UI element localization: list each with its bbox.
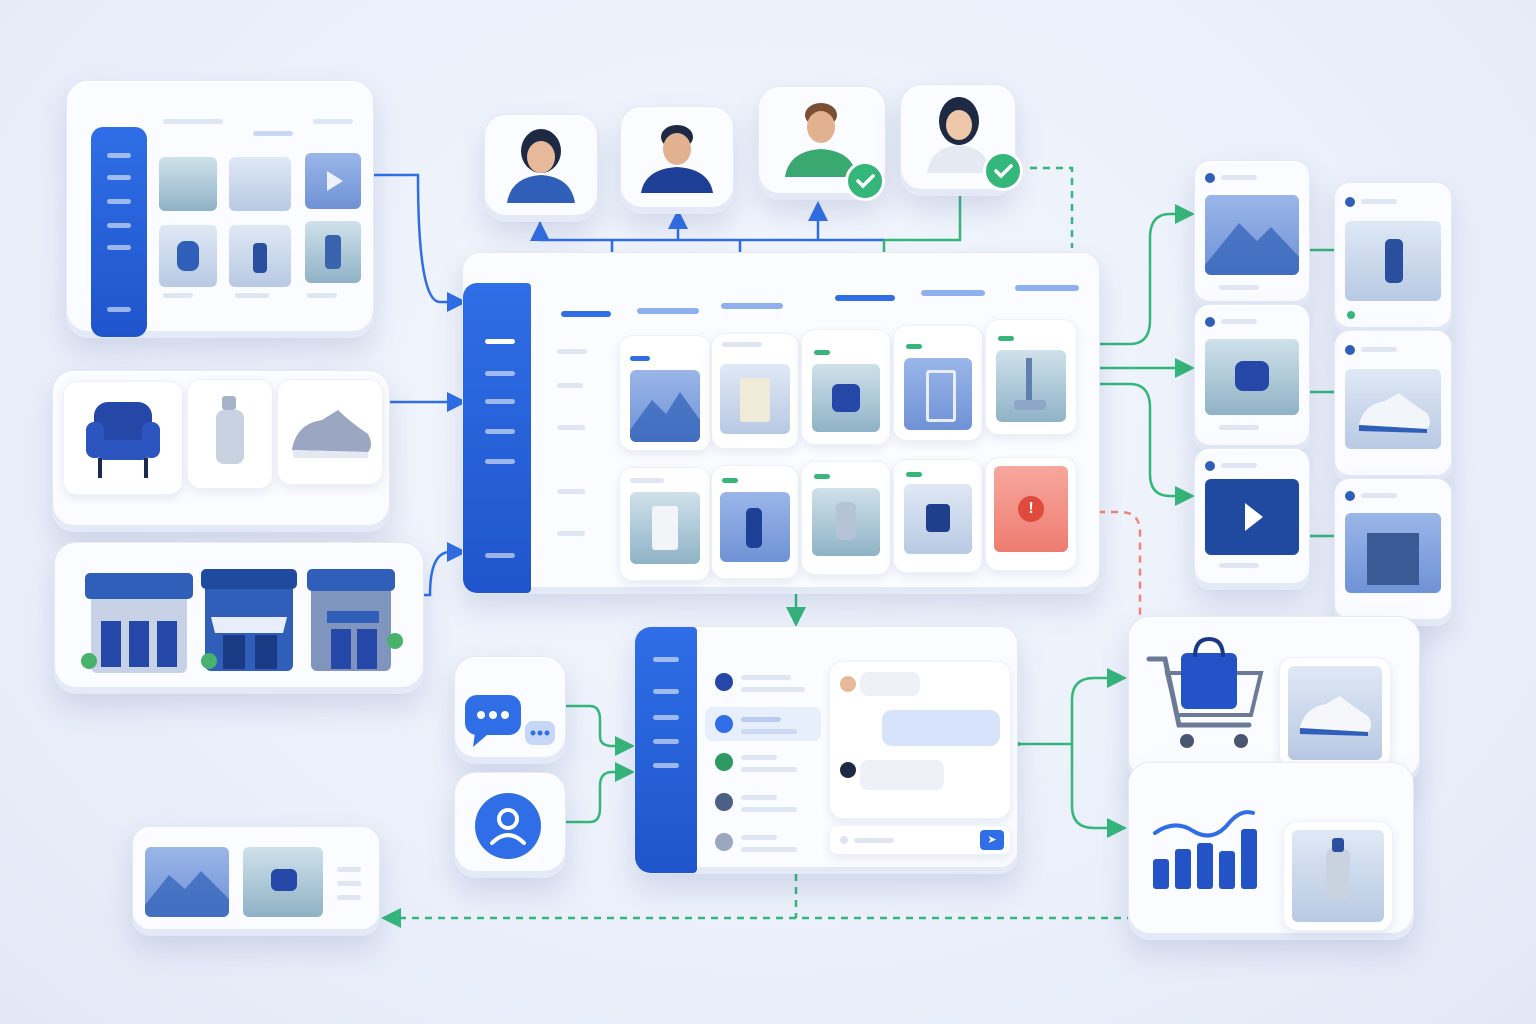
product-catalog-shelf[interactable] (52, 370, 390, 532)
contact-avatar[interactable] (715, 793, 733, 811)
asset-tile[interactable] (801, 329, 891, 445)
user-avatar-card-approved[interactable] (900, 84, 1023, 196)
asset-tile[interactable] (711, 465, 799, 579)
video-thumb[interactable] (305, 153, 361, 209)
social-post-card[interactable] (1334, 478, 1452, 626)
users-bus-blue (538, 222, 884, 242)
asset-tile-flagged[interactable]: ! (985, 457, 1077, 571)
bottle-icon (216, 396, 244, 464)
contact-avatar[interactable] (715, 833, 733, 851)
user-avatar-icon (927, 97, 991, 173)
user-avatar-icon (507, 129, 575, 203)
chat-channel-card[interactable] (454, 656, 566, 764)
social-post-card[interactable] (1194, 448, 1310, 590)
dashboard-sidebar (463, 283, 531, 593)
customer-chat-panel[interactable]: ➤ (634, 626, 1018, 874)
users-bus-green (884, 196, 962, 242)
connector-return-dashed (381, 906, 1202, 928)
alert-tile[interactable]: ! (994, 466, 1068, 552)
sidebar-item-active[interactable] (485, 339, 515, 344)
media-thumb[interactable] (229, 225, 291, 287)
analytics-panel[interactable] (1128, 762, 1414, 940)
sidebar-item[interactable] (485, 459, 515, 464)
media-thumb[interactable] (305, 221, 361, 283)
bar-chart-icon (1153, 810, 1257, 889)
connector-gallery-to-main (372, 173, 467, 312)
user-avatar-card[interactable] (484, 114, 598, 222)
sidebar-item[interactable] (485, 553, 515, 558)
media-thumb[interactable] (159, 225, 217, 287)
archive-thumb[interactable] (145, 847, 229, 917)
media-thumb[interactable] (229, 157, 291, 211)
play-icon (327, 171, 343, 191)
message-input[interactable]: ➤ (829, 825, 1011, 855)
tab[interactable] (921, 290, 985, 296)
user-avatar-card-approved[interactable] (758, 86, 886, 201)
tab[interactable] (637, 308, 699, 314)
media-thumb[interactable] (159, 157, 217, 211)
sidebar-item[interactable] (485, 399, 515, 404)
connector-stores-to-main (405, 542, 467, 597)
customer-profile-card[interactable] (454, 772, 566, 878)
sidebar-item[interactable] (485, 371, 515, 376)
checkout-panel[interactable] (1128, 616, 1420, 786)
asset-tile[interactable] (985, 319, 1077, 435)
social-post-card[interactable] (1194, 160, 1310, 308)
social-post-card[interactable] (1334, 330, 1452, 482)
archive-thumb[interactable] (243, 847, 323, 917)
analytics-product[interactable] (1283, 821, 1393, 931)
social-post-card[interactable] (1194, 304, 1310, 452)
media-library-window[interactable] (66, 80, 374, 338)
check-badge-icon (983, 151, 1023, 191)
contact-avatar[interactable] (715, 753, 733, 771)
product-bottle[interactable] (187, 379, 273, 489)
tab[interactable] (561, 311, 611, 317)
sidebar-item[interactable] (485, 429, 515, 434)
tab[interactable] (721, 303, 783, 309)
contact-avatar[interactable] (715, 673, 733, 691)
armchair-icon (86, 402, 160, 478)
archive-card[interactable] (132, 826, 380, 936)
alert-icon: ! (1018, 496, 1044, 522)
chat-sidebar (635, 627, 697, 873)
connector-approval-dashed (1030, 166, 1074, 248)
cart-product[interactable] (1279, 657, 1391, 769)
asset-tile[interactable] (711, 333, 799, 449)
chat-bubbles-icon (465, 695, 555, 747)
conversation-item-selected[interactable] (705, 707, 821, 741)
connector-alert-dashed (1072, 510, 1142, 630)
content-management-dashboard[interactable]: ! (462, 252, 1100, 594)
social-post-card[interactable] (1334, 182, 1452, 334)
asset-tile[interactable] (893, 325, 983, 441)
user-profile-icon (475, 793, 541, 859)
play-icon (1245, 503, 1263, 531)
product-armchair[interactable] (63, 381, 183, 495)
check-badge-icon (845, 161, 885, 201)
shopping-cart-icon (1146, 636, 1264, 748)
store-locations[interactable] (54, 542, 424, 694)
asset-tile[interactable] (619, 335, 711, 451)
user-avatar-icon (785, 103, 857, 177)
tab[interactable] (835, 295, 895, 301)
asset-tile[interactable] (893, 459, 983, 573)
asset-tile[interactable] (619, 467, 711, 581)
storefront-icons (81, 569, 403, 673)
user-avatar-icon (641, 125, 713, 193)
media-library-sidebar (91, 127, 147, 337)
message-thread (829, 661, 1011, 819)
asset-tile[interactable] (801, 461, 891, 575)
outgoing-message (882, 710, 1000, 746)
tab[interactable] (1015, 285, 1079, 291)
send-icon[interactable]: ➤ (980, 830, 1004, 850)
connector-main-to-post-1 (1098, 204, 1195, 346)
video-thumb[interactable] (1205, 479, 1299, 555)
sneaker-icon (292, 410, 371, 458)
product-sneaker[interactable] (277, 379, 383, 485)
connector-main-to-post-3 (1098, 382, 1195, 506)
user-avatar-card[interactable] (620, 106, 734, 214)
